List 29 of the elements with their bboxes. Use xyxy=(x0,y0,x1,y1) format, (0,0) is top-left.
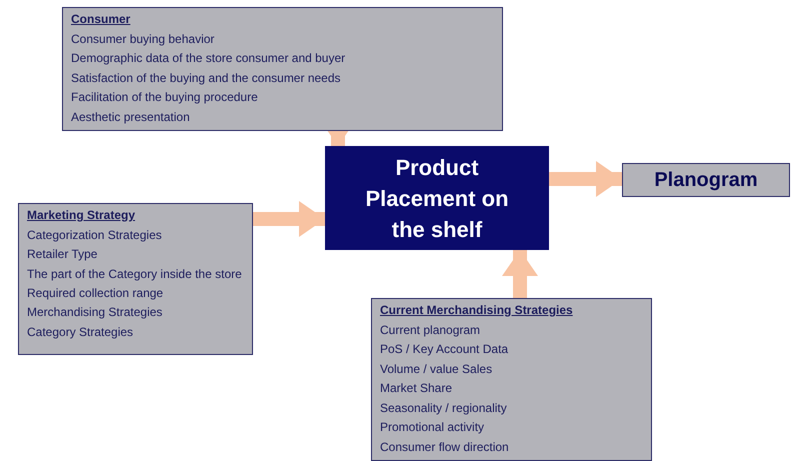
list-item: The part of the Category inside the store xyxy=(27,266,243,282)
list-item: Seasonality / regionality xyxy=(380,400,508,416)
panel-heading: Current Merchandising Strategies xyxy=(380,302,574,319)
list-item: Required collection range xyxy=(27,284,164,302)
arrow xyxy=(502,250,538,298)
process-box: Product Placement on the shelf xyxy=(325,146,549,250)
list-item: Retailer Type xyxy=(27,246,98,263)
list-item: PoS / Key Account Data xyxy=(380,341,510,358)
list-item: Current planogram xyxy=(380,322,482,338)
panel-heading: Marketing Strategy xyxy=(27,207,136,224)
list-item: Merchandising Strategies xyxy=(27,304,164,321)
info-panel xyxy=(62,7,503,131)
list-item: Categorization Strategies xyxy=(27,226,163,244)
list-item: Volume / value Sales xyxy=(380,360,494,378)
info-panel xyxy=(371,298,652,461)
list-item: Category Strategies xyxy=(27,324,134,340)
info-panel xyxy=(18,203,253,355)
list-item: Consumer buying behavior xyxy=(71,30,216,48)
list-item: Demographic data of the store consumer and buyer xyxy=(71,50,346,67)
list-item: Market Share xyxy=(380,380,454,397)
panel-heading: Consumer xyxy=(71,11,132,28)
arrow xyxy=(253,201,325,237)
list-item: Promotional activity xyxy=(380,419,486,436)
arrow xyxy=(549,161,622,197)
list-item: Aesthetic presentation xyxy=(71,108,191,126)
result-box: Planogram xyxy=(622,163,790,197)
list-item: Satisfaction of the buying and the consumer needs xyxy=(71,70,342,86)
list-item: Consumer flow direction xyxy=(380,438,510,456)
list-item: Facilitation of the buying procedure xyxy=(71,89,259,106)
